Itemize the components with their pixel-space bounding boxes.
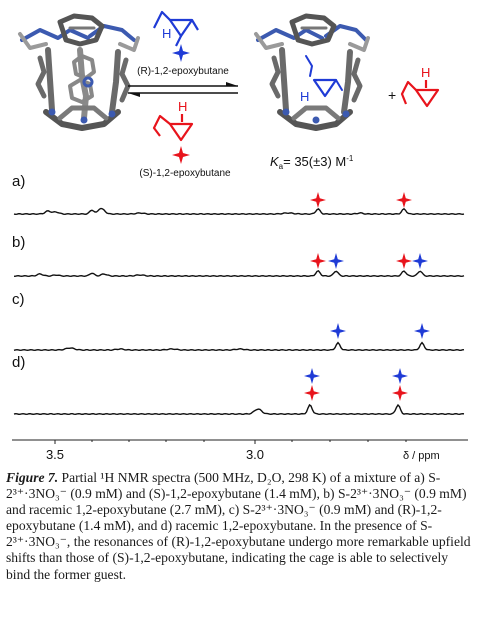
figure-label: Figure 7. [6, 470, 59, 485]
axis-unit-label: δ / ppm [403, 450, 440, 462]
caption-text: Partial ¹H NMR spectra (500 MHz, D₂O, 29… [6, 470, 471, 582]
red-star-marker [310, 253, 326, 269]
blue-star-marker [330, 323, 346, 339]
cage-left [18, 13, 140, 131]
spectrum-trace-a [13, 207, 465, 216]
nmr-spectra: a) b) c) d) [12, 173, 465, 416]
epoxide-R-structure-top [153, 10, 199, 47]
equilibrium-arrows [128, 82, 238, 97]
h-label-bottom: H [178, 99, 187, 114]
tick-label-3-5: 3.5 [46, 447, 64, 462]
plus-sign: + [388, 87, 396, 103]
blue-star-marker [304, 368, 320, 384]
cage-complex [254, 13, 370, 131]
spectrum-label-c: c) [12, 291, 25, 308]
blue-star-marker [392, 368, 408, 384]
blue-star-marker [328, 253, 344, 269]
red-star-marker [304, 385, 320, 401]
figure-graphic: H (R)-1,2-epoxybutane H (S)-1,2-epoxybut… [12, 10, 468, 462]
tick-label-3-0: 3.0 [246, 447, 264, 462]
svg-text:Ka= 35(±3) M-1: Ka= 35(±3) M-1 [270, 154, 354, 171]
red-star-marker [396, 192, 412, 208]
epoxide-S-structure-bottom [152, 114, 194, 142]
spectrum-label-d: d) [12, 354, 25, 371]
red-star-marker [310, 192, 326, 208]
h-label-top: H [162, 26, 171, 41]
spectrum-trace-c [13, 341, 465, 352]
epoxide-S-structure-free [400, 80, 440, 108]
blue-star-marker [172, 44, 190, 62]
figure-caption: Figure 7. Partial ¹H NMR spectra (500 MH… [6, 470, 472, 583]
blue-star-marker [414, 323, 430, 339]
reagent-top-label: (R)-1,2-epoxybutane [137, 66, 229, 77]
h-label-complex: H [300, 89, 309, 104]
red-star-marker [172, 146, 190, 164]
spectrum-trace-b [13, 269, 465, 278]
blue-star-marker [412, 253, 428, 269]
spectrum-trace-d [13, 403, 465, 416]
red-star-marker [392, 385, 408, 401]
spectrum-label-a: a) [12, 173, 25, 190]
ppm-axis: 3.5 3.0 δ / ppm [12, 439, 468, 462]
reagent-bottom-label: (S)-1,2-epoxybutane [139, 168, 231, 179]
red-star-marker [396, 253, 412, 269]
ka-label: Ka= 35(±3) M-1 [270, 154, 354, 171]
h-label-free: H [421, 65, 430, 80]
spectrum-label-b: b) [12, 234, 25, 251]
